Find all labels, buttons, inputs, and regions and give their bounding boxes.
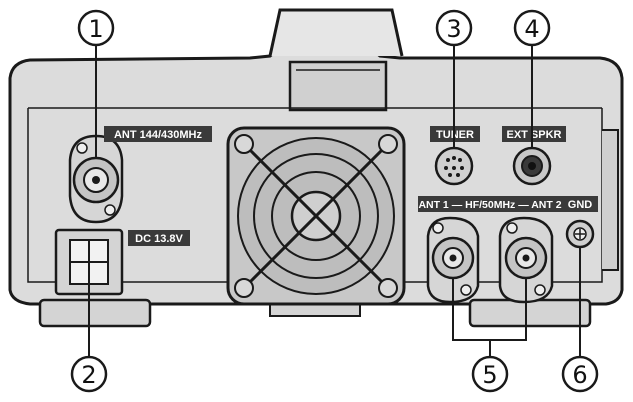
callout-6: 6: [561, 355, 599, 393]
label-gnd-bg: [562, 196, 598, 212]
cooling-fan: [226, 126, 406, 306]
label-ant-144-430: ANT 144/430MHz: [114, 129, 203, 141]
label-ant-hf: ANT 1 — HF/50MHz — ANT 2: [418, 199, 561, 211]
dc-power-connector: [54, 228, 124, 296]
ant-144-430-connector: [68, 134, 124, 224]
label-dc: DC 13.8V: [135, 233, 183, 245]
ext-spkr-jack: [512, 146, 552, 186]
callout-4: 4: [513, 9, 551, 47]
label-gnd: GND: [568, 199, 593, 211]
label-ext-spkr: EXT SPKR: [506, 129, 561, 141]
label-ant-144-430-bg: [104, 126, 212, 142]
svg-text:5: 5: [482, 361, 497, 389]
label-tuner: TUNER: [436, 129, 474, 141]
svg-text:3: 3: [446, 15, 461, 43]
tuner-connector: [434, 146, 474, 186]
callout-5: 5: [471, 355, 509, 393]
ant-2-connector: [498, 216, 554, 304]
svg-text:2: 2: [81, 361, 96, 389]
label-ant-hf-bg: [418, 196, 562, 212]
gnd-terminal: [565, 219, 595, 249]
svg-text:1: 1: [88, 15, 103, 43]
label-dc-bg: [128, 230, 190, 246]
callout-3: 3: [435, 9, 473, 47]
leader-lines: [88, 46, 581, 356]
svg-text:6: 6: [572, 361, 587, 389]
svg-text:4: 4: [524, 15, 539, 43]
callout-1: 1: [77, 9, 115, 47]
ant-1-connector: [426, 216, 480, 304]
label-ext-spkr-bg: [502, 126, 566, 142]
callout-2: 2: [70, 355, 108, 393]
